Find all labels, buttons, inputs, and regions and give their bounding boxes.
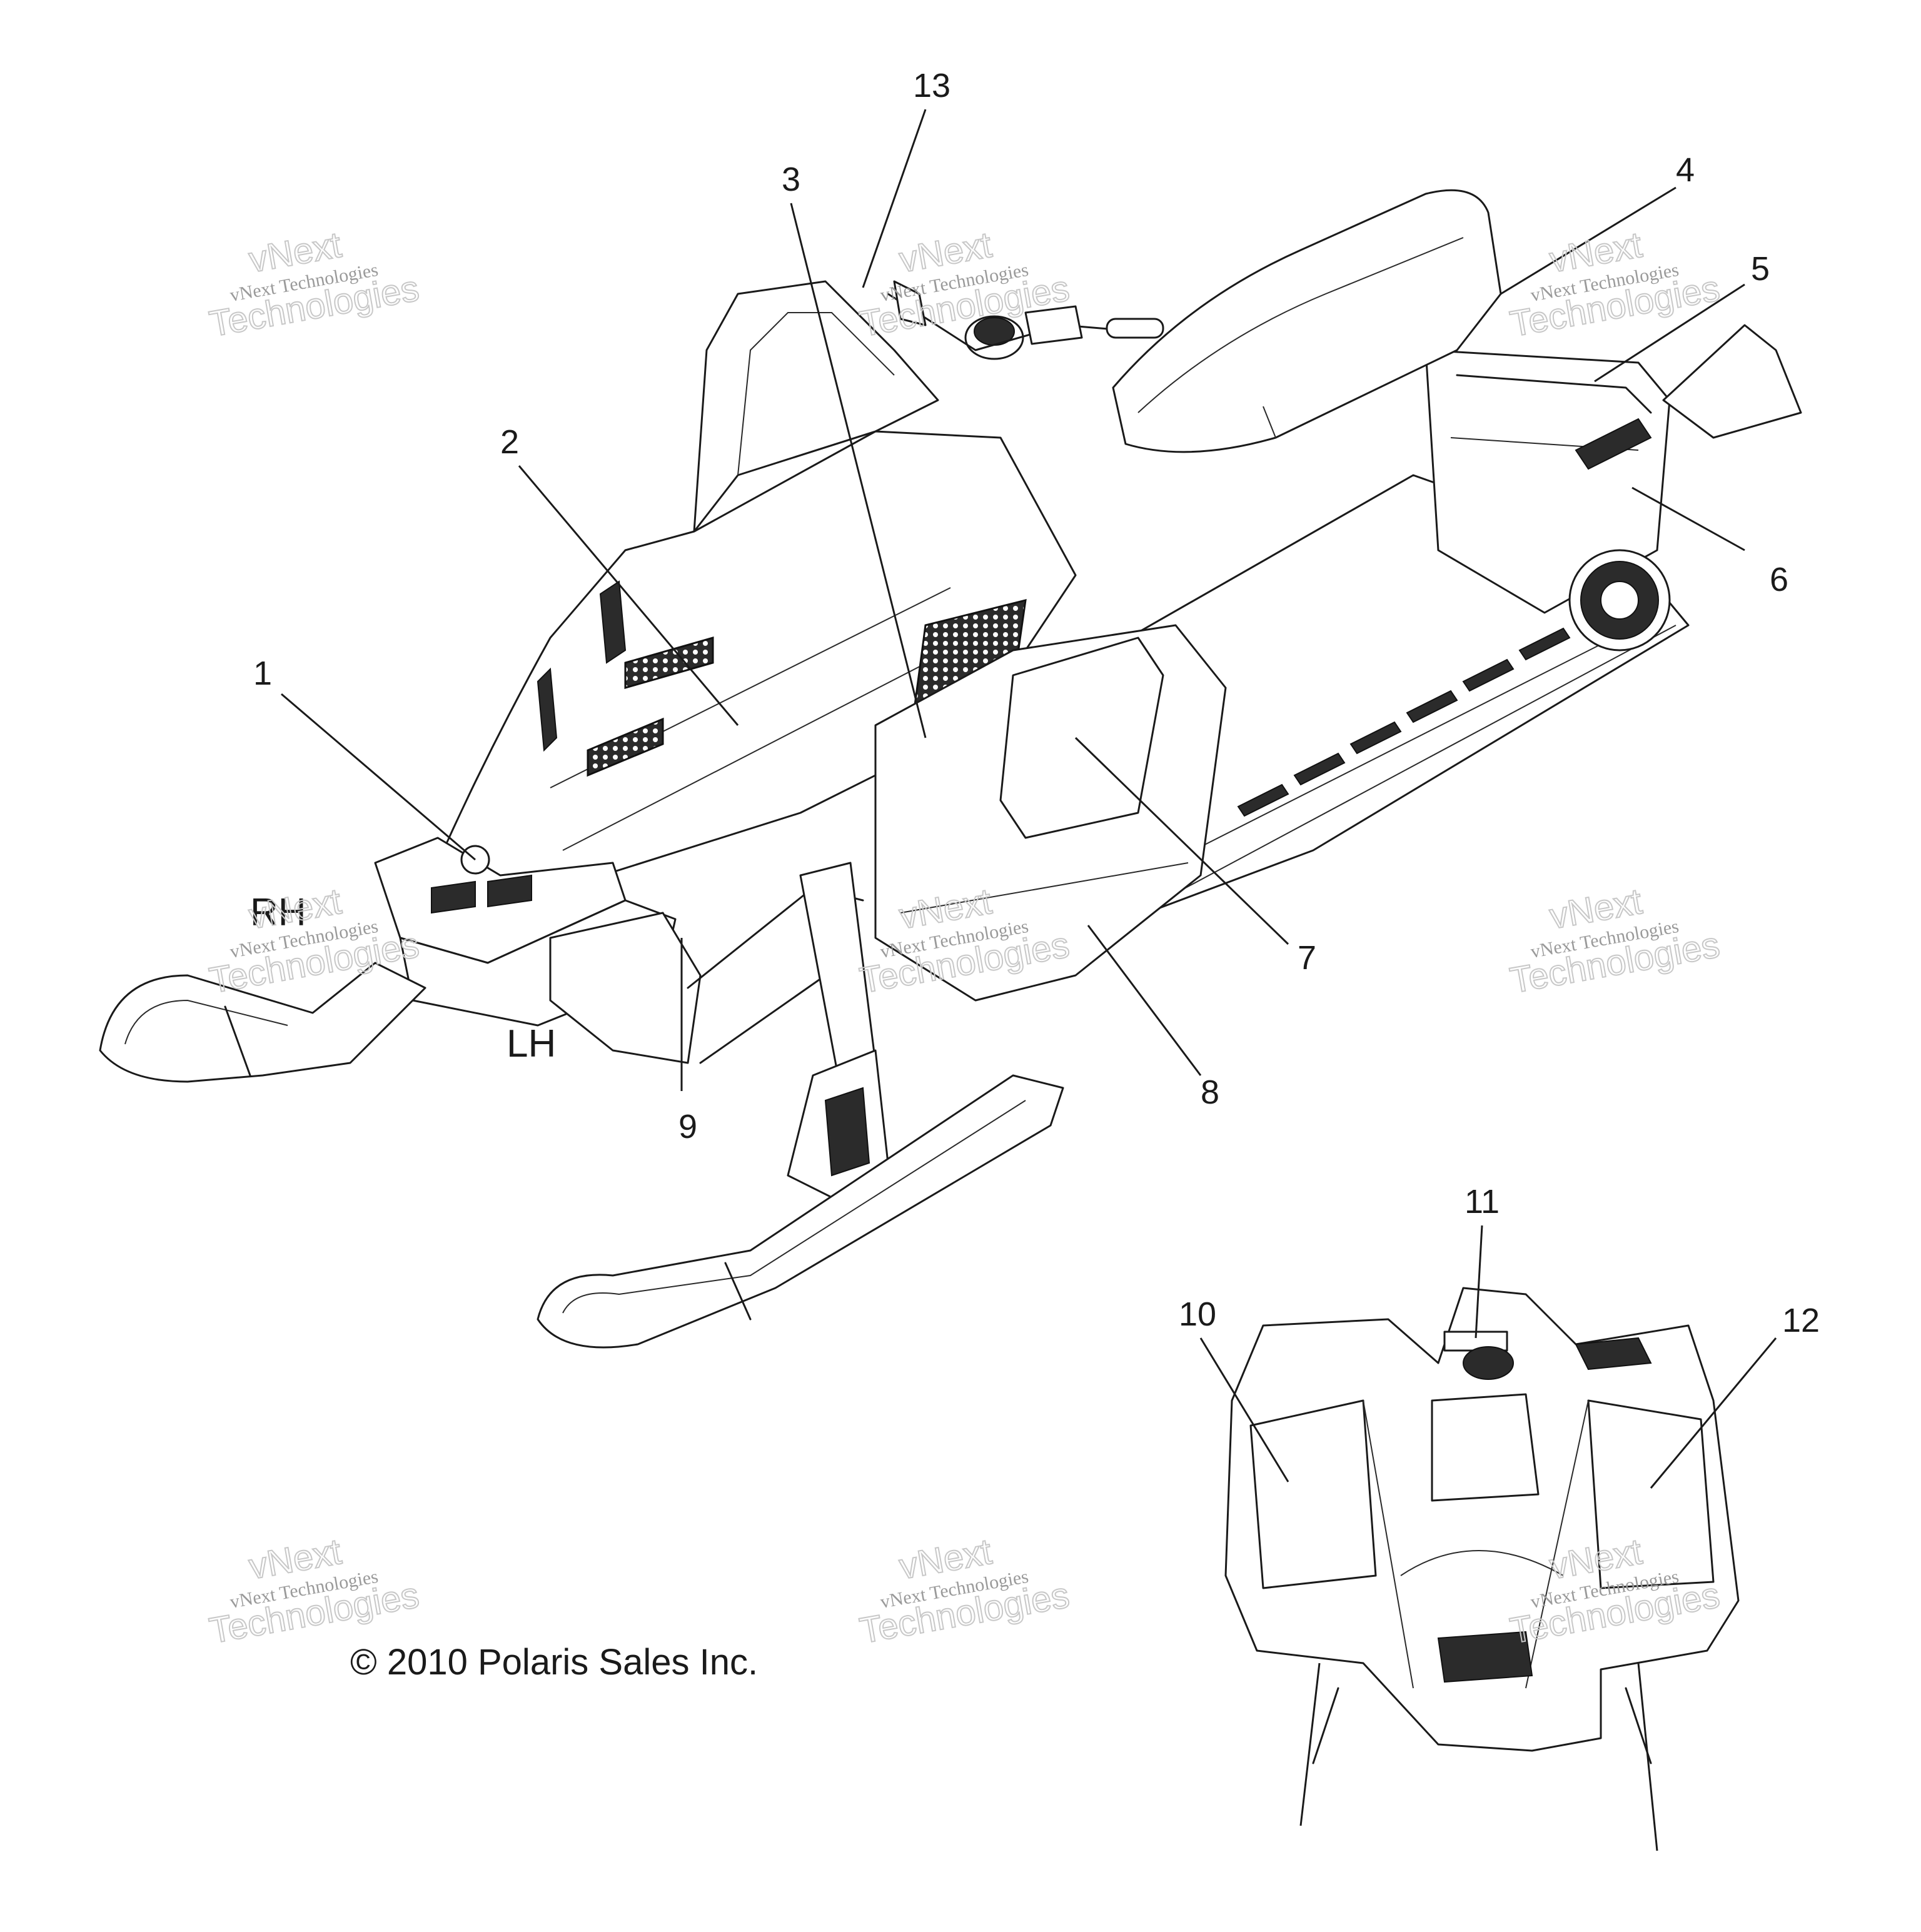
- callout-3: 3: [782, 161, 800, 198]
- callout-8: 8: [1201, 1074, 1219, 1111]
- callout-7: 7: [1298, 939, 1316, 977]
- leader-5: [1594, 283, 1745, 383]
- watermark-7: vNext vNext Technologies Technologies: [206, 1531, 423, 1652]
- detail-center-decal: [1431, 1393, 1540, 1502]
- callout-5: 5: [1751, 250, 1770, 288]
- leader-2: [518, 465, 739, 726]
- label-rh: RH: [250, 891, 306, 934]
- hood-vent-left: [587, 717, 664, 777]
- seat: [1112, 189, 1502, 453]
- ski-right: [99, 962, 426, 1083]
- callout-4: 4: [1676, 151, 1695, 189]
- watermark-1: vNext vNext Technologies Technologies: [206, 224, 423, 345]
- ski-left: [537, 1074, 1064, 1349]
- windshield: [693, 280, 939, 533]
- callout-10: 10: [1179, 1296, 1216, 1333]
- callout-numbers: 1 2 3 4 5 6 7 8 9 10 11 12 13: [253, 67, 1820, 1339]
- leader-12b: [1637, 1663, 1658, 1851]
- rear-bumper: [1424, 349, 1671, 614]
- label-lh: LH: [507, 1022, 556, 1065]
- leader-4: [1500, 186, 1676, 295]
- leader-3: [790, 203, 927, 738]
- leader-12: [1650, 1337, 1777, 1489]
- callout-1: 1: [253, 655, 272, 692]
- handlebar: [887, 280, 1164, 351]
- callout-11: 11: [1465, 1183, 1500, 1220]
- leader-13: [862, 109, 927, 288]
- rear-top-detail-view: [1224, 1287, 1740, 1764]
- leader-8: [1087, 925, 1202, 1076]
- front-suspension: [687, 862, 889, 1202]
- leader-1: [281, 693, 476, 861]
- side-panel-decal: [999, 636, 1164, 839]
- leader-6: [1631, 486, 1745, 551]
- leader-11: [1475, 1225, 1483, 1339]
- leader-lines: [281, 109, 1777, 1851]
- callout-13: 13: [913, 67, 950, 104]
- callout-6: 6: [1770, 561, 1788, 598]
- lower-side-panel: [549, 912, 702, 1064]
- running-board-slots: [1237, 627, 1571, 817]
- leader-10: [1199, 1337, 1289, 1482]
- detail-top-decal: [1443, 1331, 1508, 1352]
- hood-vent-upper: [624, 636, 714, 689]
- watermark-3: vNext vNext Technologies Technologies: [1506, 224, 1723, 345]
- detail-fuel-cap: [1463, 1346, 1514, 1380]
- watermark-8: vNext vNext Technologies Technologies: [856, 1531, 1073, 1652]
- copyright-notice: © 2010 Polaris Sales Inc.: [350, 1642, 758, 1683]
- hood: [436, 430, 1077, 889]
- detail-panel-right: [1587, 1399, 1715, 1589]
- callout-2: 2: [500, 423, 519, 461]
- leader-10b: [1299, 1663, 1321, 1826]
- callout-12: 12: [1782, 1302, 1820, 1339]
- callout-9: 9: [678, 1108, 697, 1145]
- idler-wheel: [1568, 549, 1671, 652]
- snow-flap: [1662, 324, 1802, 439]
- leader-7: [1074, 737, 1289, 945]
- detail-panel-left: [1249, 1399, 1377, 1589]
- watermark-6: vNext vNext Technologies Technologies: [1506, 880, 1723, 1002]
- snowmobile-main-view: [99, 189, 1802, 1349]
